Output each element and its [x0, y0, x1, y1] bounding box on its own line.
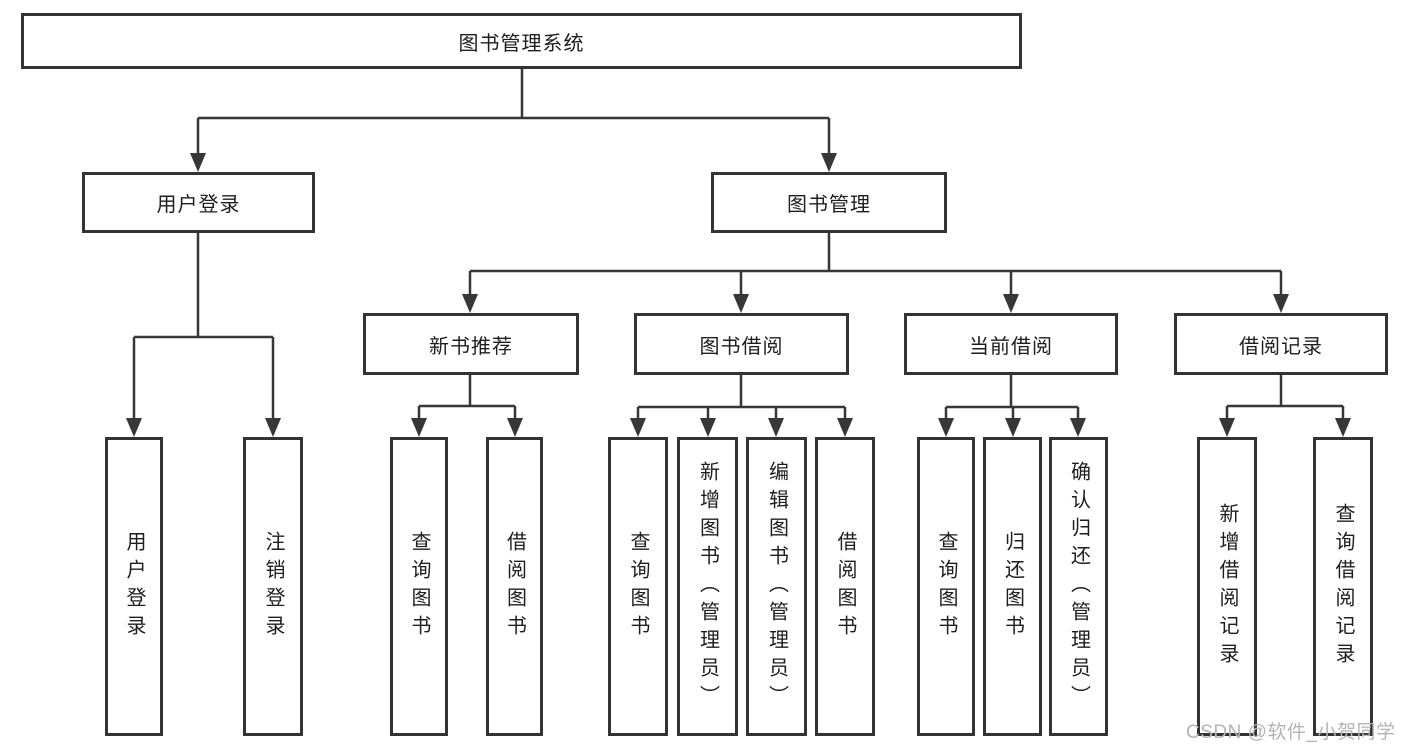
leaf-newbooks-query-label: 查询图书: [408, 530, 430, 643]
leaf-newbooks-query: 查询图书: [390, 437, 448, 736]
leaf-borrow-book: 借阅图书: [815, 437, 875, 736]
leaf-borrow-query: 查询图书: [608, 437, 668, 736]
leaf-current-query: 查询图书: [917, 437, 975, 736]
node-root-label: 图书管理系统: [458, 32, 585, 55]
leaf-borrow-edit-admin-label: 编辑图书（管理员）: [765, 460, 788, 713]
node-root: 图书管理系统: [21, 13, 1022, 69]
leaf-records-add: 新增借阅记录: [1197, 437, 1257, 736]
node-new-book-recommend-label: 新书推荐: [429, 335, 513, 358]
leaf-current-return: 归还图书: [983, 437, 1042, 736]
node-book-management: 图书管理: [711, 172, 947, 233]
node-book-management-label: 图书管理: [787, 194, 871, 216]
arrowheads: [126, 153, 1351, 437]
leaf-logout-label: 注销登录: [262, 530, 284, 643]
node-book-borrow-label: 图书借阅: [699, 335, 784, 358]
leaf-current-return-label: 归还图书: [1001, 530, 1024, 643]
node-user-login: 用户登录: [82, 172, 315, 233]
node-book-borrow: 图书借阅: [634, 313, 849, 375]
leaf-user-login: 用户登录: [105, 437, 163, 736]
leaf-borrow-edit-admin: 编辑图书（管理员）: [746, 437, 807, 736]
leaf-records-query: 查询借阅记录: [1313, 437, 1373, 736]
leaf-user-login-label: 用户登录: [123, 530, 145, 643]
leaf-current-confirm-admin-label: 确认归还（管理员）: [1067, 460, 1090, 713]
leaf-records-query-label: 查询借阅记录: [1332, 502, 1354, 671]
leaf-current-query-label: 查询图书: [935, 530, 957, 643]
leaf-newbooks-borrow-label: 借阅图书: [503, 530, 526, 643]
leaf-borrow-add-admin: 新增图书（管理员）: [677, 437, 738, 736]
leaf-borrow-add-admin-label: 新增图书（管理员）: [696, 460, 719, 713]
csdn-watermark: CSDN @软件_小贺同学: [1186, 722, 1396, 743]
node-new-book-recommend: 新书推荐: [363, 313, 579, 375]
leaf-borrow-query-label: 查询图书: [627, 530, 649, 643]
node-current-borrow: 当前借阅: [904, 313, 1118, 375]
node-user-login-label: 用户登录: [156, 194, 241, 216]
node-borrow-records-label: 借阅记录: [1239, 335, 1323, 358]
leaf-logout: 注销登录: [243, 437, 303, 736]
node-borrow-records: 借阅记录: [1174, 313, 1388, 375]
leaf-current-confirm-admin: 确认归还（管理员）: [1049, 437, 1108, 736]
leaf-records-add-label: 新增借阅记录: [1216, 502, 1238, 671]
leaf-borrow-book-label: 借阅图书: [834, 530, 856, 643]
leaf-newbooks-borrow: 借阅图书: [486, 437, 543, 736]
node-current-borrow-label: 当前借阅: [969, 335, 1053, 358]
